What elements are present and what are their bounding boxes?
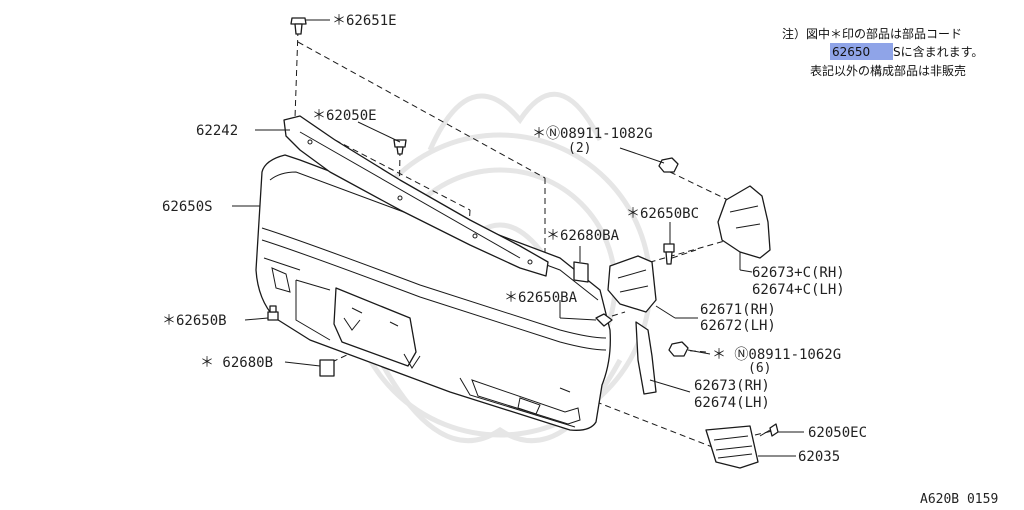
label-62680BA: ＊62680BA (546, 228, 620, 244)
bracket-62673C (717, 185, 771, 259)
nut-08911-1062G (668, 341, 689, 357)
screw-62050EC (759, 423, 779, 437)
label-62671-RH: 62671(RH) (700, 302, 776, 318)
reinforcement-62242 (283, 115, 549, 277)
clip-62680B (319, 359, 335, 377)
label-62650S: 62650S (162, 199, 213, 215)
label-62050E: ＊62050E (312, 108, 377, 124)
note-line-2: Sに含まれます。 (893, 44, 983, 59)
bracket-62673 (635, 321, 657, 395)
label-08911-1082G-qty: (2) (568, 141, 591, 156)
label-08911-1082G: ＊Ⓝ08911-1082G (532, 126, 653, 142)
label-62050EC: 62050EC (808, 425, 867, 441)
label-62673C-RH: 62673+C(RH) (752, 265, 845, 281)
note-highlight-code: 62650 (832, 45, 870, 59)
clip-62050E (393, 139, 407, 155)
label-08911-1062G-qty: (6) (748, 361, 771, 376)
screw-62650BA (595, 313, 613, 327)
note-line-3: 表記以外の構成部品は非販売 (810, 63, 966, 78)
note-line-1: 注）図中＊印の部品は部品コード (782, 26, 962, 41)
label-62650BC: ＊62650BC (626, 206, 699, 222)
grille-62035 (705, 425, 759, 469)
label-62651E: ＊62651E (332, 13, 397, 29)
label-62674C-LH: 62674+C(LH) (752, 282, 845, 298)
bolt-62650BC (663, 243, 675, 265)
label-62035: 62035 (798, 449, 840, 465)
label-62242: 62242 (196, 123, 238, 139)
leader-lines (232, 19, 804, 457)
clip-62651E (290, 17, 307, 35)
figure-code: A620B 0159 (920, 492, 998, 507)
label-62650B: ＊62650B (162, 313, 227, 329)
note-highlight-box (830, 43, 893, 60)
label-62680B: ＊ 62680B (200, 355, 273, 371)
bracket-62671 (607, 255, 657, 313)
label-62672-LH: 62672(LH) (700, 318, 776, 334)
label-08911-1062G: ＊ Ⓝ08911-1062G (712, 347, 841, 363)
clip-62680BA (573, 261, 589, 283)
nut-08911-1082G (658, 157, 679, 173)
note-block: 注）図中＊印の部品は部品コード 62650 Sに含まれます。 表記以外の構成部品… (782, 26, 983, 78)
screw-62650B (267, 305, 279, 321)
label-62674-LH: 62674(LH) (694, 395, 770, 411)
label-62650BA: ＊62650BA (504, 290, 578, 306)
label-62673-RH: 62673(RH) (694, 378, 770, 394)
bumper-fascia (255, 154, 611, 431)
